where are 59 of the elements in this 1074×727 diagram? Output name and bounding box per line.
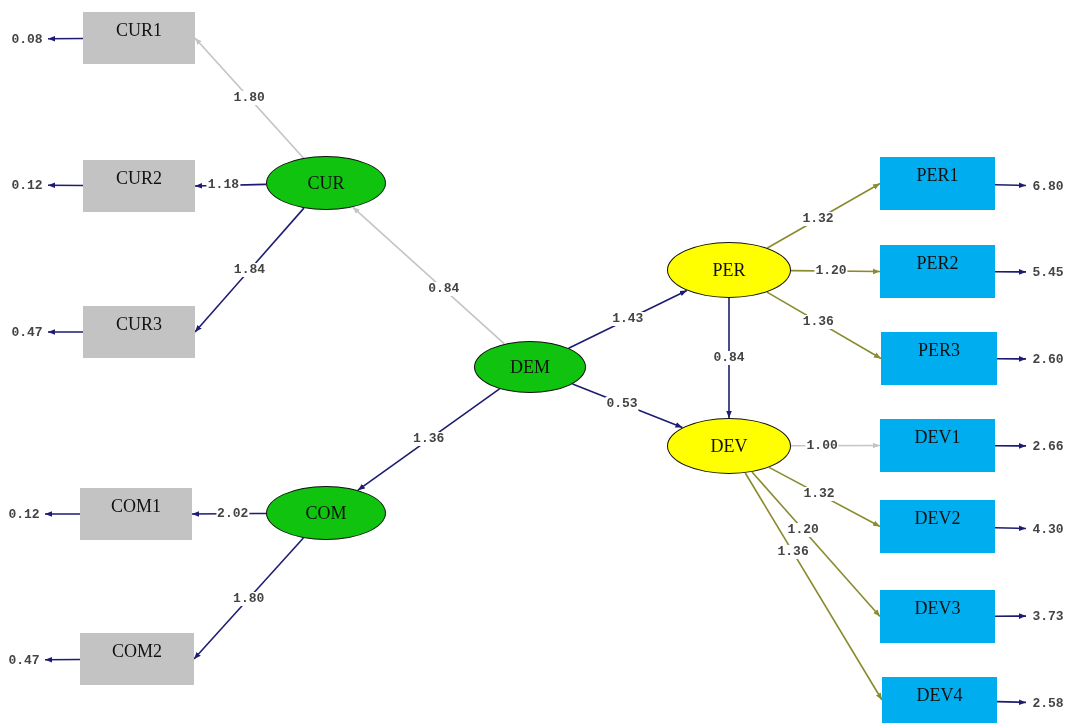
edge-label: 1.36	[801, 315, 835, 329]
arrow	[744, 472, 883, 701]
indicator-box: DEV1	[880, 419, 995, 472]
latent-ellipse: CUR	[266, 156, 386, 210]
arrow	[996, 699, 1027, 705]
indicator-box: PER1	[880, 157, 995, 210]
latent-ellipse: DEV	[667, 418, 791, 474]
latent-ellipse: PER	[667, 242, 791, 298]
edge-label: 0.84	[712, 351, 746, 365]
error-variance: 0.08	[6, 30, 48, 48]
edge-label: 1.32	[801, 211, 835, 226]
error-variance: 3.73	[1026, 607, 1070, 625]
arrow	[994, 269, 1027, 275]
arrow	[352, 206, 506, 345]
error-variance: 6.80	[1026, 177, 1070, 195]
error-variance: 2.66	[1026, 437, 1070, 455]
edge-label: 0.53	[605, 396, 639, 411]
indicator-box: PER2	[880, 245, 995, 298]
error-variance: 4.30	[1026, 520, 1070, 538]
edge-label: 1.84	[232, 263, 267, 278]
edge-label: 1.36	[412, 432, 446, 447]
edge-label: 1.43	[611, 312, 645, 327]
error-variance: 5.45	[1026, 263, 1070, 281]
error-variance: 0.12	[3, 505, 45, 523]
arrow	[994, 613, 1027, 619]
arrow	[994, 182, 1027, 189]
arrow	[47, 329, 84, 335]
error-variance: 2.60	[1026, 350, 1070, 368]
arrow	[996, 356, 1027, 362]
arrow	[726, 297, 732, 419]
error-variance: 2.58	[1026, 694, 1070, 712]
indicator-box: CUR1	[83, 12, 195, 64]
edge-label: 1.20	[786, 522, 820, 537]
arrow	[44, 656, 81, 663]
indicator-box: COM1	[80, 488, 192, 540]
edge-label: 1.32	[802, 486, 836, 501]
error-variance: 0.47	[6, 323, 48, 341]
error-variance: 0.47	[3, 651, 45, 669]
arrow	[44, 511, 81, 517]
edge-label: 1.80	[232, 91, 266, 105]
latent-ellipse: DEM	[474, 341, 586, 393]
edge-label: 1.36	[776, 545, 810, 560]
indicator-box: DEV4	[882, 677, 997, 723]
indicator-box: PER3	[881, 332, 997, 385]
arrow	[994, 525, 1027, 532]
arrow	[751, 471, 881, 618]
arrow	[357, 388, 501, 491]
latent-ellipse: COM	[266, 486, 386, 540]
edge-label: 1.80	[232, 591, 266, 606]
edge-label: 0.84	[427, 282, 461, 297]
indicator-box: COM2	[80, 633, 194, 685]
indicator-box: DEV3	[880, 590, 995, 643]
indicator-box: DEV2	[880, 500, 995, 553]
indicator-box: CUR3	[83, 306, 195, 358]
error-variance: 0.12	[6, 176, 48, 194]
arrow	[47, 182, 84, 189]
arrow	[47, 35, 84, 42]
indicator-box: CUR2	[83, 160, 195, 212]
arrow	[994, 443, 1027, 449]
